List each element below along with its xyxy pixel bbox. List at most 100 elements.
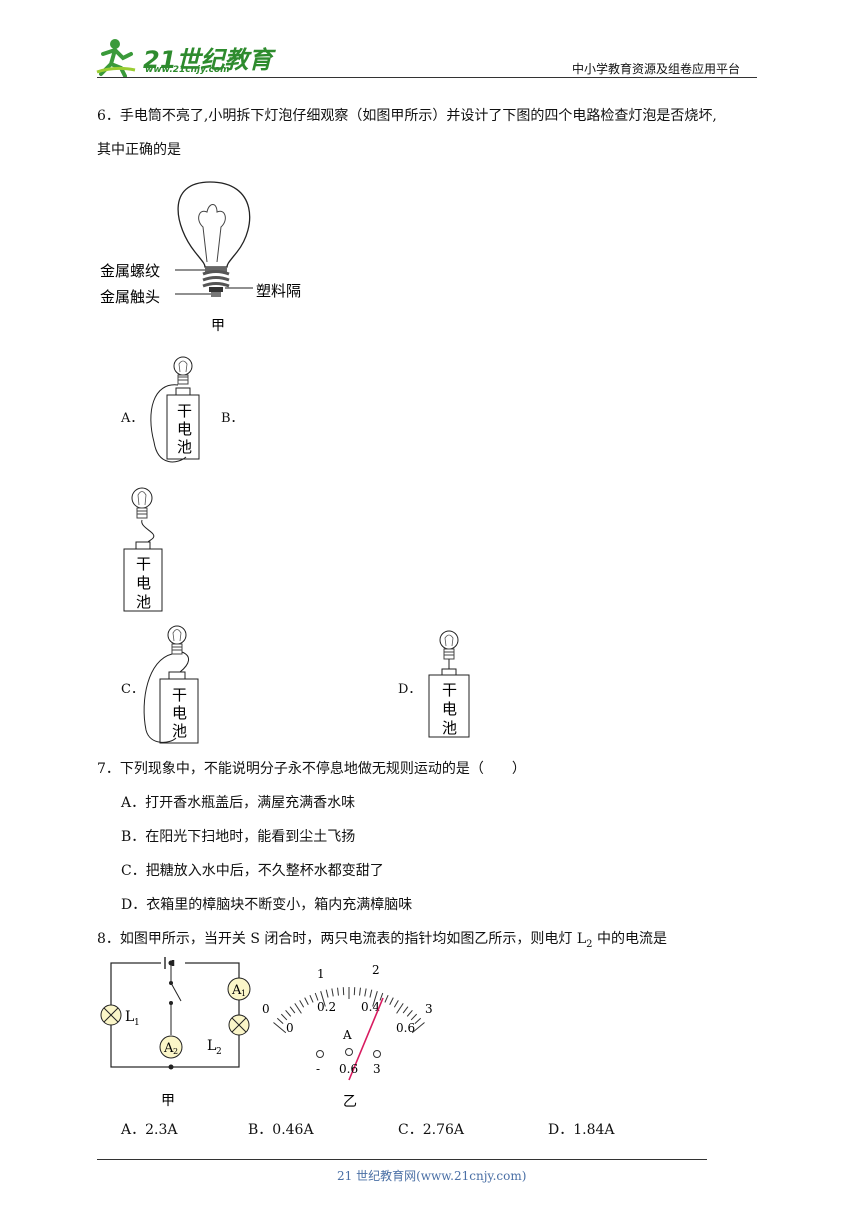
meter-caption-yi: 乙 <box>343 1094 357 1110</box>
svg-text:1: 1 <box>241 989 246 998</box>
meter-needle <box>348 997 384 1081</box>
meter-tick <box>369 989 373 998</box>
svg-text:池: 池 <box>172 722 187 740</box>
q8-stem: 8．如图甲所示，当开关 S 闭合时，两只电流表的指针均如图乙所示，则电灯 L2 … <box>97 932 667 952</box>
svg-text:1: 1 <box>134 1018 140 1028</box>
meter-tick <box>294 1003 302 1014</box>
meter-scale <box>273 987 425 1034</box>
svg-text:电: 电 <box>172 704 187 722</box>
terminal-3: 3 <box>373 1062 381 1076</box>
meter-tick <box>389 997 394 1005</box>
q6-stem-line2: 其中正确的是 <box>97 142 181 158</box>
meter-tick <box>309 994 314 1003</box>
q6-option-c-label[interactable]: C． <box>121 682 144 697</box>
meter-tick <box>314 992 319 1001</box>
l2-label: L <box>207 1038 216 1054</box>
label-metal-tip: 金属触头 <box>100 288 160 306</box>
q6-option-b-circuit: 干 电 池 <box>123 487 163 612</box>
svg-text:电: 电 <box>136 574 151 592</box>
meter-tick <box>396 1003 404 1014</box>
meter-tick <box>325 989 329 998</box>
meter-top-0: 0 <box>262 1002 270 1016</box>
battery-char-2: 电 <box>177 420 192 438</box>
meter-bottom-1: 0.2 <box>317 1000 336 1014</box>
meter-tick <box>285 1009 292 1017</box>
svg-text:干: 干 <box>136 555 151 573</box>
meter-top-2: 2 <box>372 963 380 977</box>
meter-tick <box>320 991 326 1007</box>
meter-tick <box>337 987 339 996</box>
bulb-diagram: 金属螺纹 金属触头 塑料隔 甲 <box>100 181 301 334</box>
q8-option-a[interactable]: A．2.3A <box>121 1122 178 1138</box>
q7-option-c[interactable]: C．把糖放入水中后，不久整杯水都变甜了 <box>121 863 384 879</box>
meter-unit: A <box>342 1028 352 1042</box>
svg-text:电: 电 <box>442 700 457 718</box>
q6-option-b-label[interactable]: B． <box>221 411 244 426</box>
meter-tick <box>359 987 361 996</box>
footer-divider <box>97 1159 707 1160</box>
platform-name: 中小学教育资源及组卷应用平台 <box>572 62 741 76</box>
meter-top-3: 3 <box>425 1002 433 1016</box>
q8-stem-a: 8．如图甲所示，当开关 S 闭合时，两只电流表的指针均如图乙所示，则电灯 L <box>97 931 587 947</box>
circuit-caption-jia: 甲 <box>161 1093 175 1109</box>
q7-option-a[interactable]: A．打开香水瓶盖后，满屋充满香水味 <box>121 795 356 811</box>
q6-option-a-circuit: 干 电 池 <box>150 356 200 463</box>
meter-tick <box>280 1013 288 1021</box>
header-logo <box>95 36 260 78</box>
meter-tick <box>393 1000 399 1008</box>
battery-char-3: 池 <box>177 438 192 456</box>
q8-stem-b: 中的电流是 <box>592 931 667 947</box>
meter-top-1: 1 <box>317 967 325 981</box>
q6-option-a-label[interactable]: A． <box>121 411 144 426</box>
header-divider <box>97 77 757 78</box>
q8-circuit-diagram: L 1 A 2 A 1 L 2 甲 <box>100 957 251 1109</box>
meter-tick <box>414 1017 422 1025</box>
terminal-minus: - <box>316 1062 320 1076</box>
meter-tick <box>372 991 378 1007</box>
q8-option-b[interactable]: B．0.46A <box>248 1122 314 1138</box>
q8-option-c[interactable]: C．2.76A <box>398 1122 464 1138</box>
meter-tick <box>384 994 389 1003</box>
svg-text:2: 2 <box>216 1047 222 1057</box>
svg-text:池: 池 <box>136 593 151 611</box>
q6-option-c-circuit: 干 电 池 <box>143 625 199 744</box>
l1-label: L <box>125 1009 134 1025</box>
battery-char-1: 干 <box>177 402 192 420</box>
meter-tick <box>411 1022 425 1034</box>
svg-text:干: 干 <box>172 686 187 704</box>
svg-text:2: 2 <box>173 1047 178 1056</box>
meter-tick <box>304 997 309 1005</box>
q6-option-d-circuit: 干 电 池 <box>428 630 470 738</box>
runner-logo-icon <box>96 39 136 78</box>
meter-bottom-0: 0 <box>286 1021 294 1035</box>
meter-tick <box>299 1000 305 1008</box>
footer-text: 21 世纪教育网(www.21cnjy.com) <box>337 1169 527 1183</box>
meter-bottom-2: 0.4 <box>361 1000 380 1014</box>
q8-option-d[interactable]: D．1.84A <box>548 1122 615 1138</box>
meter-tick <box>364 988 367 997</box>
figure-caption-jia: 甲 <box>211 318 225 334</box>
q8-ammeter-diagram: 0 1 2 3 0 0.2 0.4 0.6 A - 0.6 3 乙 <box>262 963 433 1110</box>
meter-tick <box>379 992 384 1001</box>
q6-stem-line1: 6．手电筒不亮了,小明拆下灯泡仔细观察（如图甲所示）并设计了下图的四个电路检查灯… <box>97 108 717 124</box>
meter-tick <box>402 1006 409 1014</box>
a1-label: A <box>231 983 242 998</box>
q6-option-d-label[interactable]: D． <box>398 682 422 697</box>
q8-stem-sub: 2 <box>586 938 593 950</box>
q7-option-b[interactable]: B．在阳光下扫地时，能看到尘土飞扬 <box>121 829 356 845</box>
logo-url: www.21cnjy.com <box>145 65 230 75</box>
svg-text:池: 池 <box>442 719 457 737</box>
a2-label: A <box>163 1041 174 1056</box>
q7-option-d[interactable]: D．衣箱里的樟脑块不断变小，箱内充满樟脑味 <box>121 897 413 913</box>
label-plastic: 塑料隔 <box>256 282 301 300</box>
q7-stem: 7．下列现象中，不能说明分子永不停息地做无规则运动的是（ ） <box>97 761 526 777</box>
meter-tick <box>410 1013 418 1021</box>
meter-tick <box>276 1017 284 1025</box>
meter-bottom-3: 0.6 <box>396 1021 415 1035</box>
meter-tick <box>273 1022 287 1034</box>
svg-text:干: 干 <box>442 681 457 699</box>
logo-title: 21世纪教育 <box>143 46 273 74</box>
meter-tick <box>289 1006 296 1014</box>
meter-tick <box>331 988 334 997</box>
terminal-06: 0.6 <box>339 1062 358 1076</box>
